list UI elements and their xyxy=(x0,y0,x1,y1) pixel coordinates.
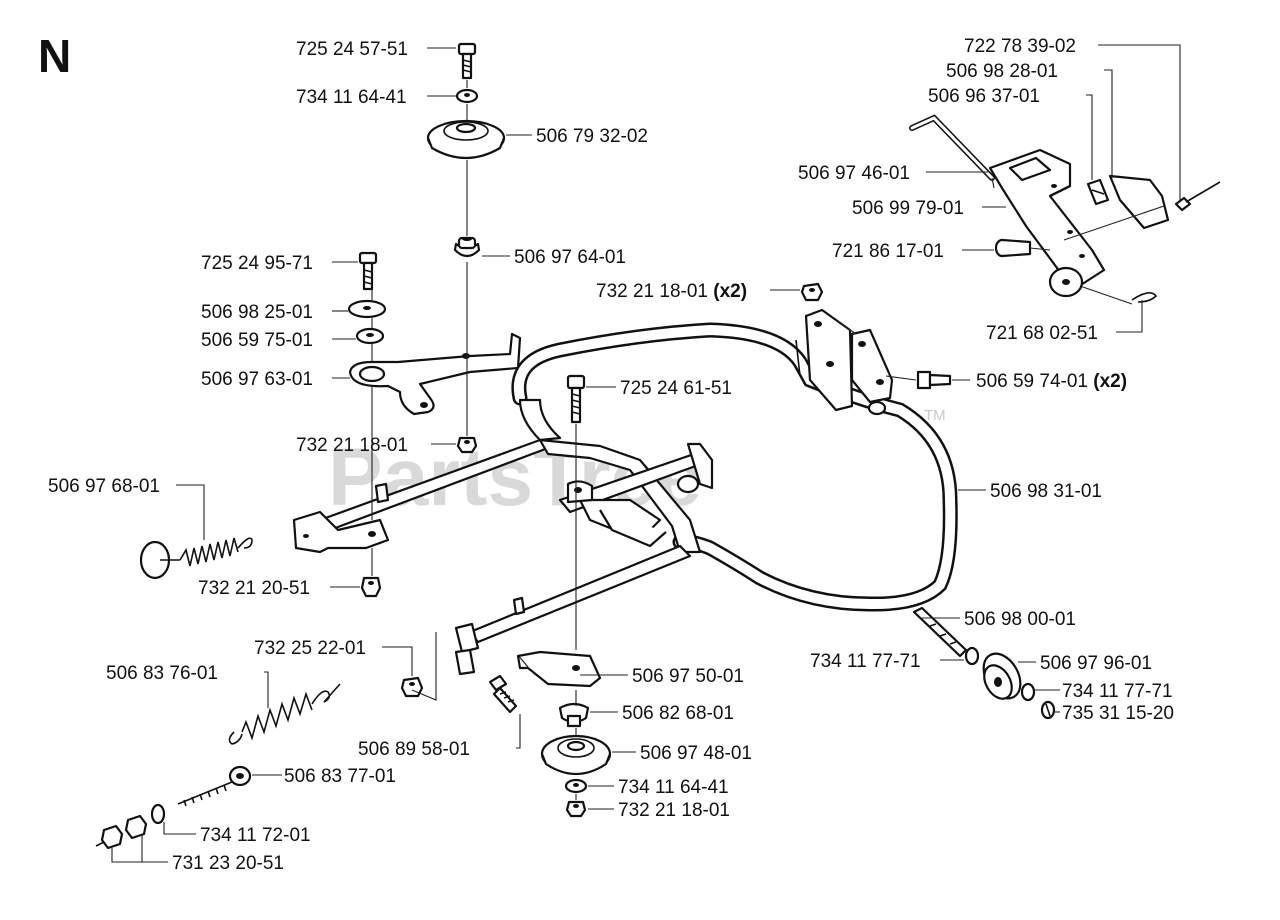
frame-tube-506-98-31-01 xyxy=(511,322,958,612)
nut-732-21-18-01-x2 xyxy=(800,282,824,302)
part-label: 506 97 63-01 xyxy=(201,369,313,390)
part-label: 725 24 61-51 xyxy=(620,378,732,399)
part-label: 506 97 50-01 xyxy=(632,666,744,687)
part-label: 506 83 77-01 xyxy=(284,766,396,787)
part-label: 506 97 68-01 xyxy=(48,476,160,497)
part-label: 722 78 39-02 xyxy=(964,36,1076,57)
clip-735-31-15-20 xyxy=(1040,700,1056,720)
rod-506-97-46-01 xyxy=(909,114,995,181)
part-label: 732 21 18-01 (x2) xyxy=(596,281,747,302)
part-label: 506 83 76-01 xyxy=(106,663,218,684)
part-label: 734 11 64-41 xyxy=(296,87,407,108)
part-labels: 725 24 57-51 734 11 64-41 506 79 32-02 5… xyxy=(48,36,1174,874)
part-label: 725 24 95-71 xyxy=(201,253,313,274)
plate-506-98-28-01 xyxy=(1108,174,1170,230)
bolt-725-24-95-71 xyxy=(358,251,378,291)
leader-lines xyxy=(111,44,1181,863)
part-label: 506 97 48-01 xyxy=(640,743,752,764)
wheel-bolt-506-98-00-01 xyxy=(912,606,968,658)
washer-506-98-25-01 xyxy=(347,299,387,319)
part-label: 506 96 37-01 xyxy=(928,86,1040,107)
part-label: 731 23 20-51 xyxy=(172,853,284,874)
assembly-axes xyxy=(371,80,1165,800)
clip-506-96-37-01 xyxy=(1086,178,1110,206)
part-label: 506 59 74-01 (x2) xyxy=(976,371,1127,392)
part-label: 506 99 79-01 xyxy=(852,198,964,219)
hitch-plate-assembly xyxy=(795,308,894,412)
spring-506-97-68-01 xyxy=(139,537,253,580)
spacer-506-97-64-01 xyxy=(453,236,481,258)
nut-732-21-18-01-bottom xyxy=(565,800,587,818)
idler-arm-506-97-63-01 xyxy=(348,332,522,416)
pin-721-86-17-01 xyxy=(994,238,1032,258)
watermark-tm: TM xyxy=(924,407,946,424)
cotter-pin-721-68-02-51 xyxy=(1131,292,1158,303)
washer-734-11-72-01 xyxy=(150,803,166,825)
wheel-506-97-96-01 xyxy=(982,652,1022,700)
nut-732-21-18-01-arm xyxy=(456,436,478,454)
part-label: 506 97 46-01 xyxy=(798,163,910,184)
part-label: 732 21 18-01 xyxy=(296,435,408,456)
part-label: 732 21 20-51 xyxy=(198,578,310,599)
nut-732-21-20-51 xyxy=(360,576,382,598)
bolt-506-89-58-01 xyxy=(488,674,518,714)
part-drawings xyxy=(95,42,1221,850)
part-label: 506 79 32-02 xyxy=(536,126,648,147)
washer-734-11-77-71-a xyxy=(964,646,980,666)
roller-hitch xyxy=(1048,266,1084,298)
part-label: 506 82 68-01 xyxy=(622,703,734,724)
part-label: 506 98 31-01 xyxy=(990,481,1102,502)
pin-722-78-39-02 xyxy=(1174,181,1221,212)
part-label: 506 97 96-01 xyxy=(1040,653,1152,674)
bolt-725-24-61-51 xyxy=(566,374,586,424)
part-label: 734 11 77-71 xyxy=(1062,681,1173,702)
part-label: 732 21 18-01 xyxy=(618,800,730,821)
part-label: 506 98 00-01 xyxy=(964,609,1076,630)
washer-734-11-64-41-bottom xyxy=(564,778,588,794)
washer-734-11-64-41-top xyxy=(455,88,479,104)
part-label: 725 24 57-51 xyxy=(296,39,408,60)
washer-506-59-75-01 xyxy=(355,327,385,345)
pulley-506-97-48-01 xyxy=(540,734,612,775)
part-label: 734 11 72-01 xyxy=(200,825,311,846)
part-label: 734 11 64-41 xyxy=(618,777,729,798)
spring-506-83-76-01 xyxy=(228,683,341,745)
part-label: 732 25 22-01 xyxy=(254,638,366,659)
part-label: 721 68 02-51 xyxy=(986,323,1098,344)
bolt-506-59-74-01 xyxy=(916,370,952,390)
part-label: 506 97 64-01 xyxy=(514,247,626,268)
part-label: 506 59 75-01 xyxy=(201,330,313,351)
hitch-box-506-99-79-01 xyxy=(988,148,1106,294)
washer-734-11-77-71-b xyxy=(1020,682,1036,702)
part-label: 506 98 25-01 xyxy=(201,302,313,323)
eye-bolt-506-83-77-01 xyxy=(177,765,252,807)
part-label: 735 31 15-20 xyxy=(1062,703,1174,724)
nuts-731-23-20-51 xyxy=(95,814,148,850)
bracket-506-97-50-01 xyxy=(516,650,602,688)
spacer-506-82-68-01 xyxy=(558,702,590,728)
section-letter: N xyxy=(38,30,71,82)
bolt-725-24-57-51 xyxy=(457,42,477,80)
pulley-506-79-32-02 xyxy=(426,119,506,159)
part-label: 506 89 58-01 xyxy=(358,739,470,760)
part-label: 721 86 17-01 xyxy=(832,241,944,262)
part-label: 506 98 28-01 xyxy=(946,61,1058,82)
part-label: 734 11 77-71 xyxy=(810,651,921,672)
